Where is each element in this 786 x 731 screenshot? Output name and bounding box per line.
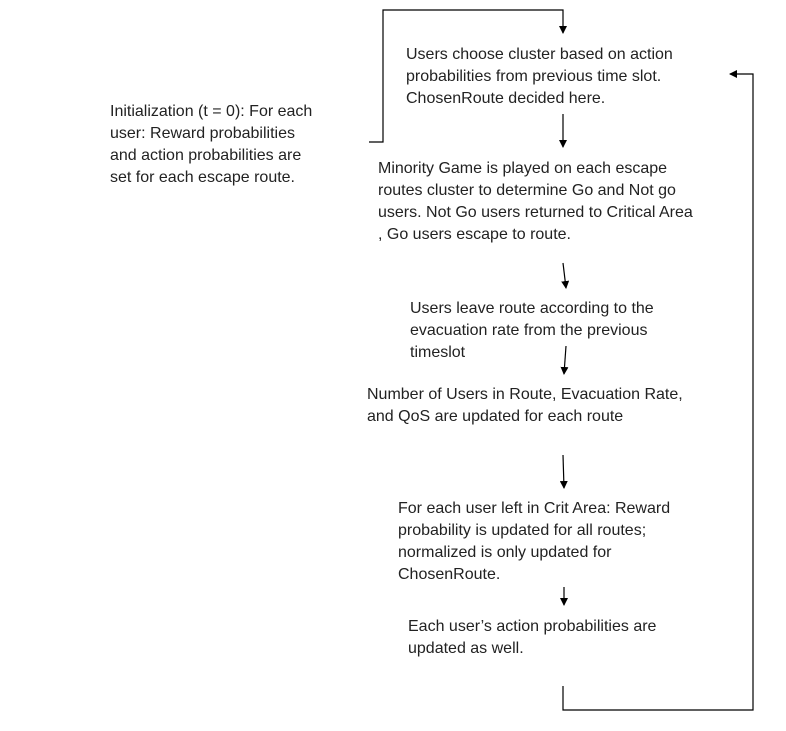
node-initialization: Initialization (t = 0): For each user: R… [110, 103, 313, 186]
node-update-action: Each user’s action probabilities are upd… [408, 618, 657, 657]
node-update-route: Number of Users in Route, Evacuation Rat… [367, 386, 683, 425]
node-choose-cluster: Users choose cluster based on action pro… [406, 46, 673, 107]
connector-init-to-choose [369, 9, 567, 143]
connector-minority-to-leave [561, 262, 570, 289]
connector-loop-back [562, 70, 754, 711]
node-update-reward: For each user left in Crit Area: Reward … [398, 500, 671, 583]
connector-leave-to-update-route [560, 345, 569, 375]
node-minority-game: Minority Game is played on each escape r… [378, 160, 693, 243]
connector-update-route-to-reward [559, 454, 568, 489]
node-leave-route: Users leave route according to the evacu… [410, 300, 654, 361]
